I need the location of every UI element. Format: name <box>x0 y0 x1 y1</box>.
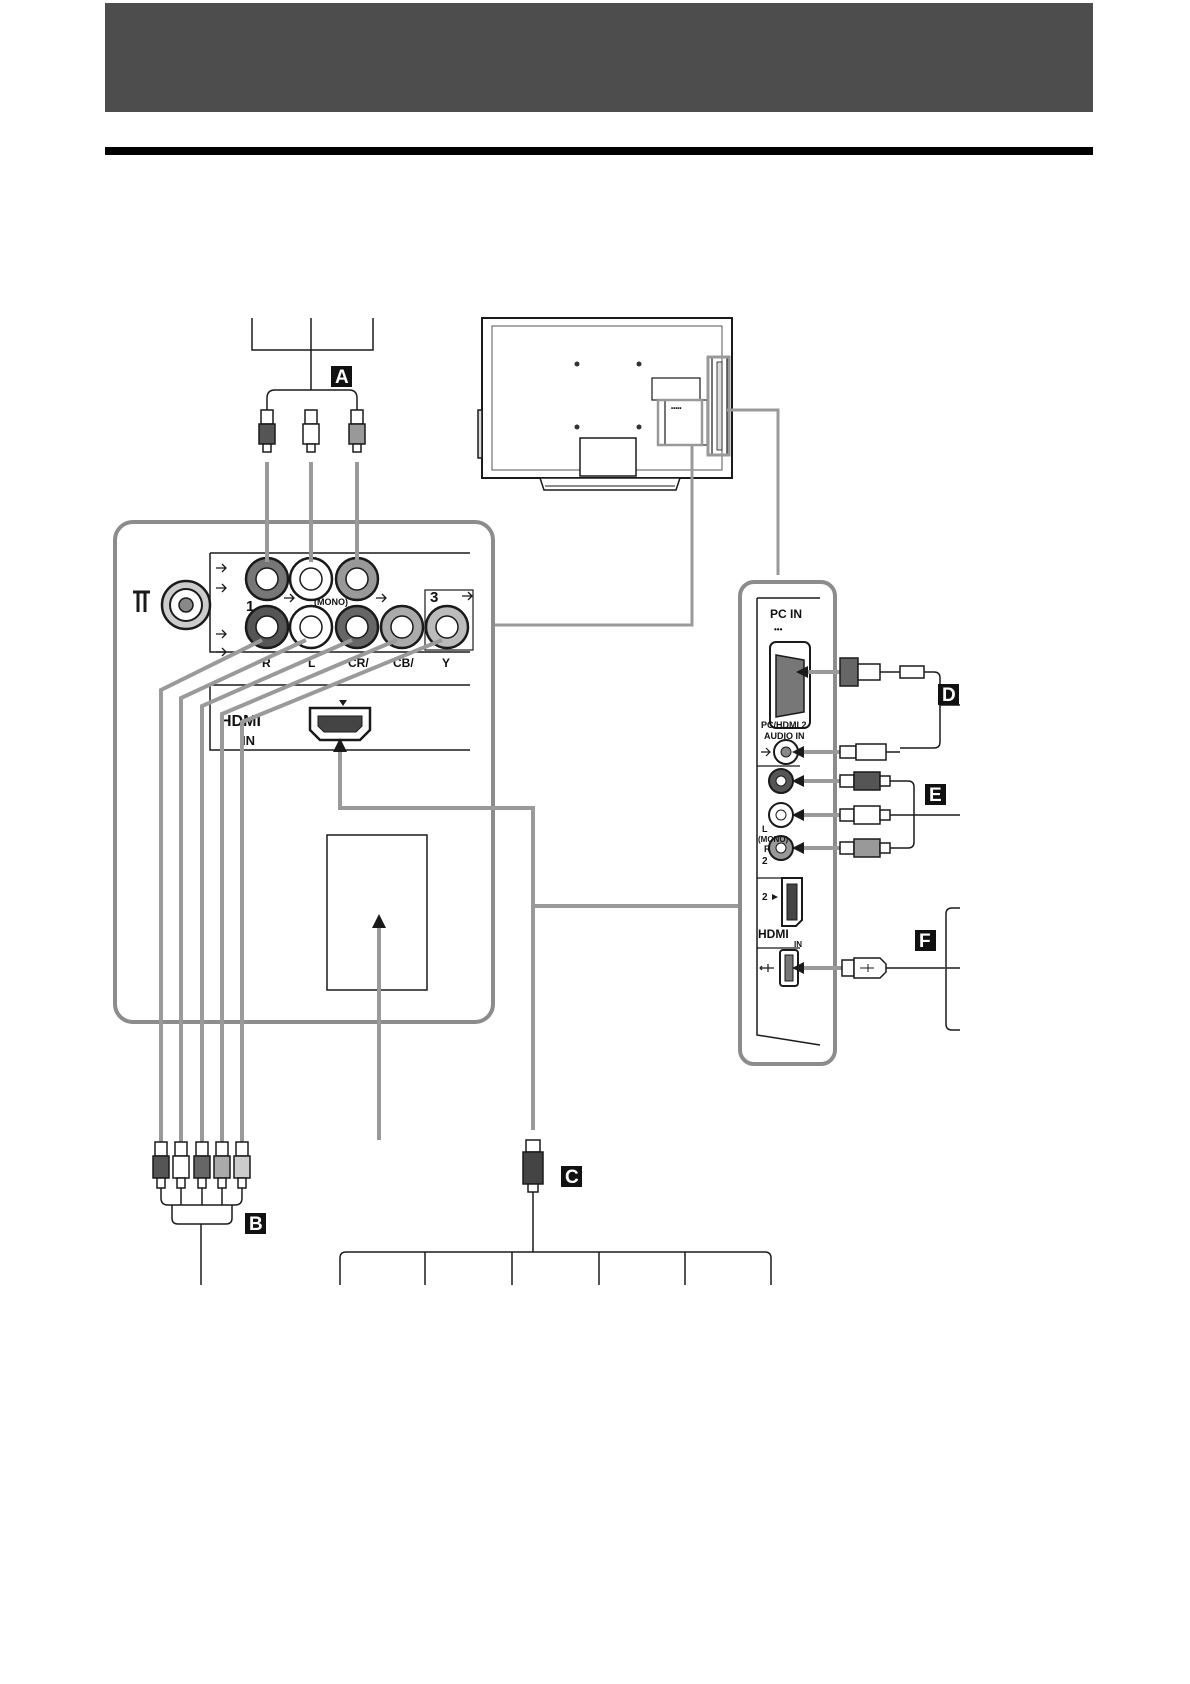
side-mono-label: (MONO) <box>758 835 789 844</box>
callout-a: A <box>331 366 352 388</box>
side-jack-video-2[interactable] <box>768 768 794 794</box>
input-arrow-icons <box>216 563 473 657</box>
rear-jack-audio-l-1[interactable] <box>288 556 334 602</box>
rear-jack-y-3[interactable] <box>424 604 470 650</box>
side-label-r: R <box>764 844 771 854</box>
callout-e: E <box>925 784 946 806</box>
header-band <box>105 3 1093 112</box>
rear-label-y: Y <box>442 656 450 670</box>
rear-panel: 1 3 (MONO) R L CR/ CB/ Y HDMI IN <box>113 520 495 1024</box>
side-pc-in-port[interactable] <box>769 641 811 729</box>
cable-b: B <box>152 638 443 1285</box>
side-jack-audio-l-2[interactable] <box>768 802 794 828</box>
callout-f: F <box>915 930 936 952</box>
cable-d: D <box>792 657 960 761</box>
rear-hdmi-port[interactable] <box>308 706 372 742</box>
svg-text:D: D <box>942 685 956 706</box>
cable-f: F <box>792 907 960 1031</box>
tv-rear-view: ••••• <box>477 317 733 491</box>
svg-text:F: F <box>919 931 931 952</box>
callout-d: D <box>938 684 959 706</box>
side-audio-in-label-1: PC/HDMI 2 <box>761 720 807 730</box>
callout-b: B <box>245 1213 266 1235</box>
side-label-l: L <box>762 824 768 834</box>
cable-a: A <box>251 318 374 562</box>
rear-jack-group-1-label: 1 <box>246 598 254 615</box>
rear-label-r: R <box>262 656 271 670</box>
rear-label-l: L <box>308 656 315 670</box>
callout-c: C <box>561 1166 582 1188</box>
side-hdmi-arrow-icon <box>772 894 778 900</box>
rear-jack-r-3[interactable] <box>244 604 290 650</box>
side-hdmi-port-2-label: 2 <box>762 892 768 903</box>
side-pc-in-icon: ••• <box>774 625 783 634</box>
rear-hdmi-in-label: IN <box>242 733 255 748</box>
antenna-jack[interactable] <box>160 579 212 631</box>
rear-jack-audio-r-1[interactable] <box>334 556 380 602</box>
rear-jack-cb-3[interactable] <box>379 604 425 650</box>
svg-text:•••••: ••••• <box>671 406 682 412</box>
panel-callout-lines <box>490 408 780 627</box>
sticker-arrow <box>372 914 386 1140</box>
rear-jack-group-3-label: 3 <box>430 589 438 606</box>
side-hdmi-logo: HDMI <box>758 927 789 941</box>
svg-text:E: E <box>929 785 942 806</box>
rear-hdmi-arrow-icon <box>339 700 347 706</box>
svg-text:A: A <box>335 367 349 388</box>
header-rule <box>105 147 1093 155</box>
svg-text:B: B <box>249 1214 263 1235</box>
svg-text:C: C <box>565 1167 579 1188</box>
side-jack-group-2-label: 2 <box>762 856 768 867</box>
cable-e: E <box>792 771 960 858</box>
antenna-icon <box>133 590 150 612</box>
rear-jack-video-1[interactable] <box>244 556 290 602</box>
side-hdmi-in-label: IN <box>794 940 802 949</box>
side-hdmi-port[interactable] <box>781 877 803 927</box>
rear-jack-cr-3[interactable] <box>334 604 380 650</box>
usb-icon <box>759 964 774 972</box>
rear-mono-label: (MONO) <box>314 597 348 607</box>
side-panel: PC IN ••• PC/HDMI 2 AUDIO IN L (MONO) R … <box>738 580 837 1066</box>
side-audio-in-label-2: AUDIO IN <box>764 731 805 741</box>
side-pc-in-label: PC IN <box>770 607 802 621</box>
side-audio-in-arrow-icon <box>761 747 771 757</box>
rear-jack-l-3[interactable] <box>288 604 334 650</box>
